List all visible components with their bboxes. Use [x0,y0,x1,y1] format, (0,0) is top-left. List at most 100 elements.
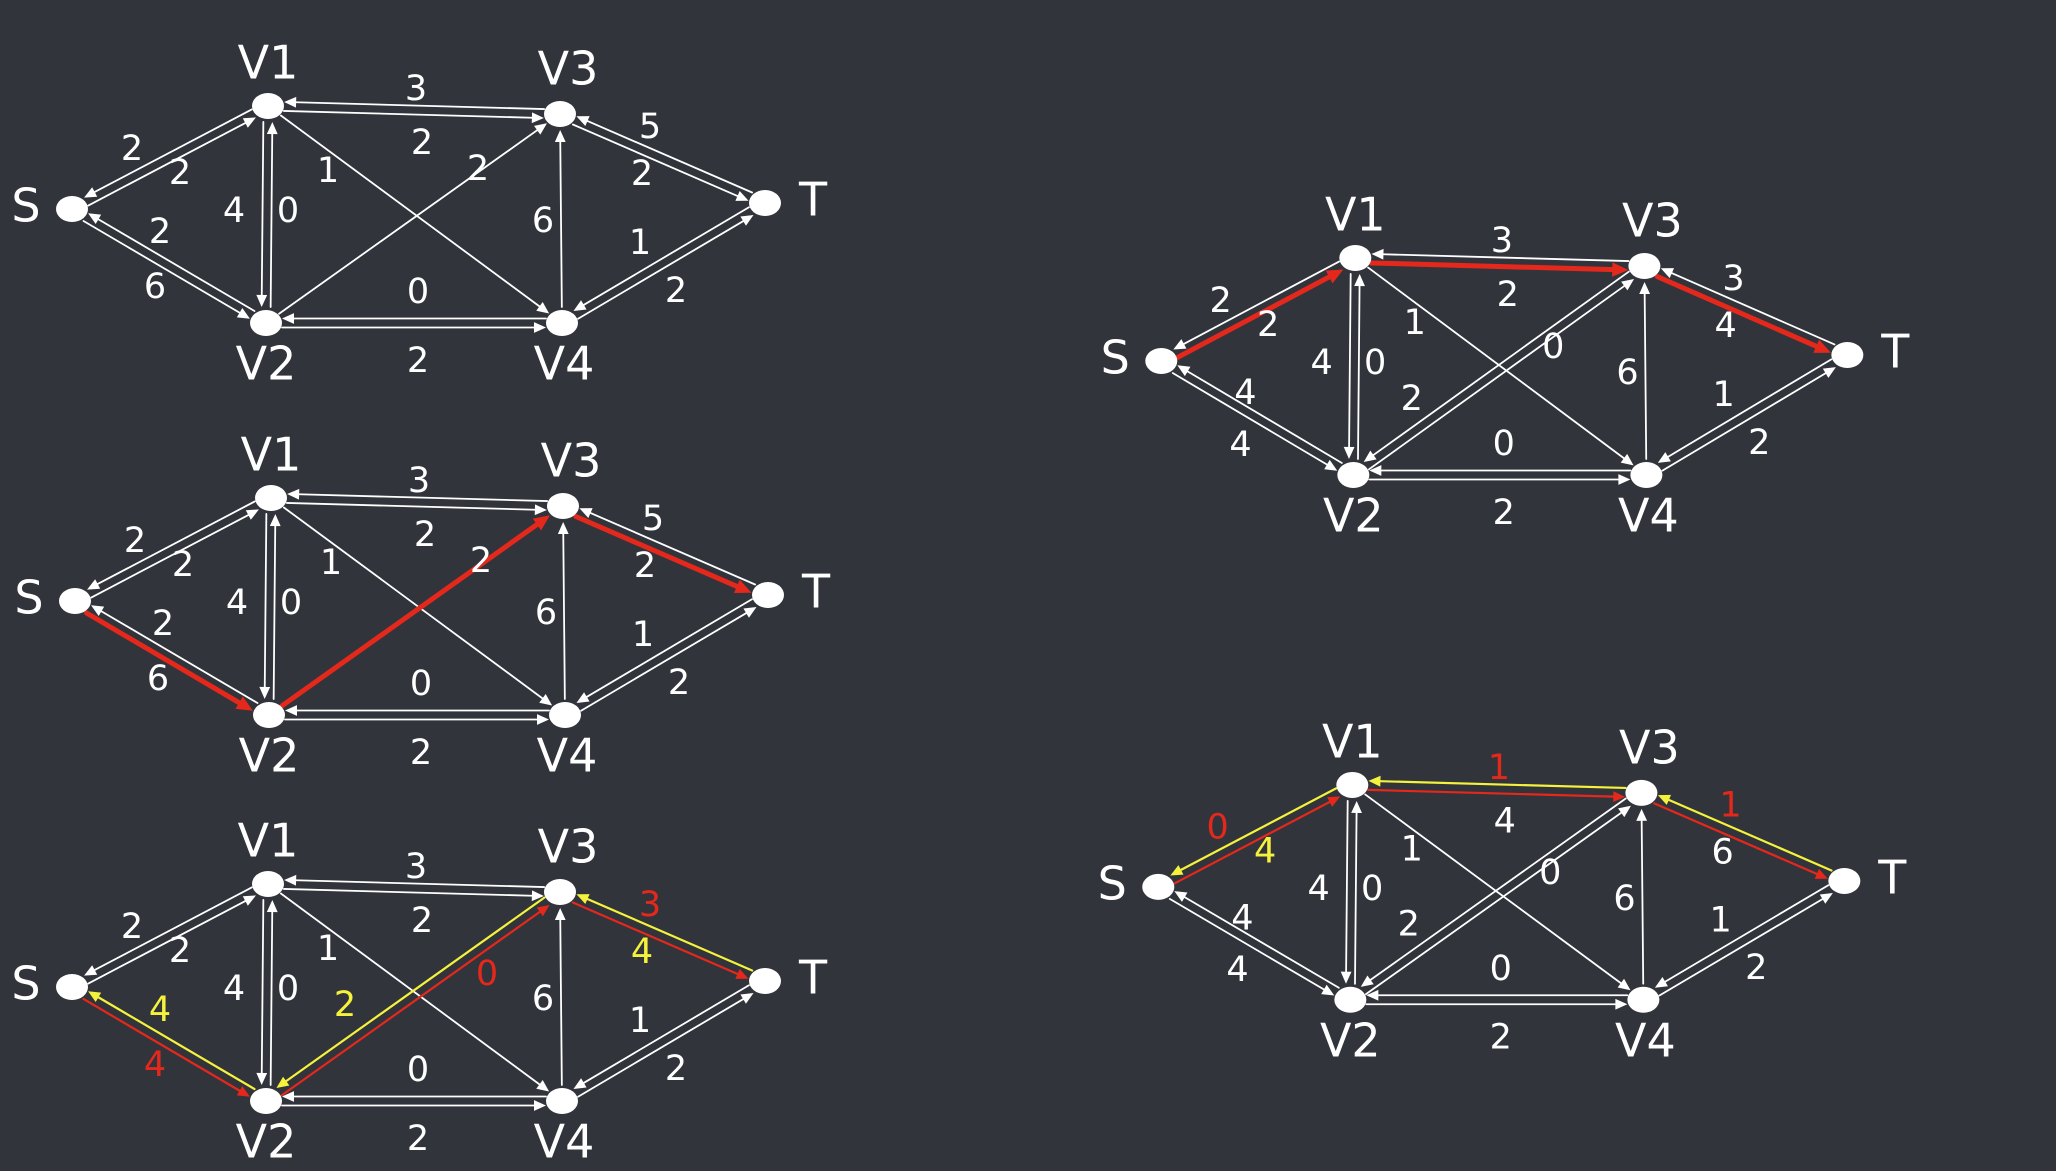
arrowhead-v2-v1 [1351,800,1362,814]
node-label-t: T [798,951,828,1005]
node-label-v4: V4 [534,337,595,391]
edge-v2-v1 [269,128,274,308]
arrowhead-v1-s [1173,339,1187,350]
edge-v4-v3 [559,136,563,308]
node-label-v4: V4 [1618,489,1679,543]
edge-v2-v1 [1354,807,1358,985]
edge-label-v2-v1: 0 [1364,343,1386,383]
node-label-v2: V2 [1323,489,1384,543]
edge-t-v3 [585,510,757,586]
arrowhead-v3-t [1813,339,1831,353]
node-v4 [1627,986,1660,1013]
edge-label-v1-s: 2 [169,931,191,971]
node-s [1145,348,1178,374]
arrowhead-v4-t [1822,367,1836,378]
edge-label-v3-v1: 2 [411,901,433,941]
node-v2 [1337,462,1370,488]
arrowhead-v3-t [1814,868,1828,879]
edge-label-v3-v2: 2 [334,985,356,1025]
edge-label-v4-v2: 2 [410,733,432,773]
node-label-s: S [1098,856,1127,910]
arrowhead-v4-v3 [1636,808,1648,821]
edge-label-v2-v3: 2 [1401,379,1423,419]
arrowhead-v3-v2 [276,1076,290,1089]
arrowhead-s-v2 [236,1086,250,1097]
arrowhead-v3-v2 [1360,975,1374,987]
arrowhead-v2-v3 [532,515,550,531]
edge-v3-t [573,513,746,592]
edge-v1-v3 [282,110,538,119]
arrowhead-v3-t [735,969,749,979]
arrowhead-t-v4 [573,300,587,311]
arrowhead-t-v3 [576,116,590,126]
node-label-v4: V4 [537,729,598,783]
edge-t-v4 [578,984,750,1087]
node-v1 [1339,245,1372,271]
edge-label-v1-v4: 1 [320,543,342,583]
arrowhead-v4-v2 [1369,465,1382,476]
edge-label-v1-s: 2 [1257,305,1279,345]
arrowhead-v1-v2 [256,294,268,307]
arrowhead-v2-v1 [269,514,281,527]
edge-label-v1-v2: 4 [226,583,248,623]
node-v2 [1334,986,1367,1013]
arrowhead-v2-s [1177,365,1191,377]
edge-v1-v3 [285,502,541,511]
node-v4 [1630,462,1663,488]
arrowhead-v2-v3 [1618,805,1631,818]
edge-label-s-v2: 6 [144,267,166,307]
arrowhead-v4-t [740,215,754,226]
edge-label-v1-v4: 1 [1404,303,1426,343]
edge-v4-t [1658,895,1828,997]
node-v2 [250,310,282,336]
edge-v1-s [89,108,253,196]
node-label-v2: V2 [239,729,300,783]
node-label-t: T [801,565,831,619]
edge-v1-s [92,500,256,588]
edge-v2-v3 [279,518,545,709]
edge-t-v3 [1666,270,1836,346]
edge-label-v1-v2: 4 [1311,343,1333,383]
edge-label-v1-v2: 4 [1308,869,1330,909]
node-label-v1: V1 [1325,188,1386,242]
arrowhead-v4-v3 [557,521,569,535]
arrowhead-v2-v4 [1618,474,1631,485]
node-label-v3: V3 [1619,720,1680,774]
edge-v1-s [1175,787,1338,874]
edge-v2-v3 [1365,809,1626,996]
edge-label-s-v1: 2 [124,521,146,561]
arrowhead-v4-v3 [1639,281,1651,295]
node-t [749,968,781,994]
arrowhead-s-v1 [1327,796,1341,807]
edge-label-v1-s: 2 [169,153,191,193]
edge-v2-s [93,215,256,312]
edge-label-v3-v2: 0 [1539,853,1561,893]
edge-label-t-v3: 4 [1714,306,1736,346]
edge-label-v3-t: 5 [642,499,664,539]
node-label-v1: V1 [241,428,302,482]
edge-v1-s [1178,260,1340,348]
edge-v3-v2 [1368,270,1630,459]
node-label-t: T [798,173,828,227]
edge-s-v2 [1171,372,1332,468]
edge-label-v1-v3: 3 [1491,221,1513,261]
edge-v1-v4 [1364,793,1626,987]
node-v4 [546,1088,578,1114]
arrowhead-v2-v3 [536,904,550,917]
arrowhead-v2-v4 [1615,998,1628,1010]
node-label-v3: V3 [1622,194,1683,248]
edge-label-v2-s: 4 [1231,899,1253,939]
edge-t-v4 [581,598,753,701]
edge-label-v1-v4: 1 [317,929,339,969]
edge-label-v3-v1: 2 [414,515,436,555]
edge-label-v1-v2: 4 [223,969,245,1009]
node-label-v2: V2 [236,337,297,391]
edge-v1-v2 [263,513,268,693]
node-v1 [255,485,287,511]
node-label-v2: V2 [1320,1013,1381,1067]
arrowhead-v2-v4 [537,714,549,725]
arrowhead-v1-v4 [539,694,553,706]
edge-v3-t [571,901,744,977]
